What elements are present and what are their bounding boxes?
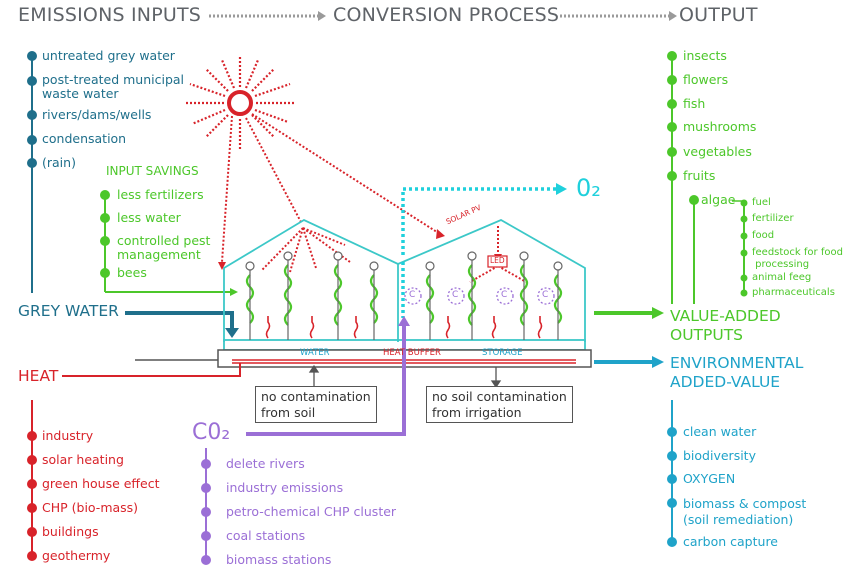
water-input-4: condensation — [42, 131, 127, 146]
heat-source-5: buildings — [42, 524, 99, 539]
environmental-tree — [667, 400, 677, 547]
heat-buffer-label: HEAT BUFFER — [383, 348, 441, 358]
header-inputs: EMISSIONS INPUTS — [18, 4, 202, 26]
environmental-label: ENVIRONMENTAL ADDED-VALUE — [670, 354, 804, 391]
input-savings-tree — [100, 190, 230, 293]
env-item-3: OXYGEN — [683, 471, 736, 486]
water-label: WATER — [300, 348, 330, 358]
led-label: LED — [490, 256, 505, 265]
co2-source-2: industry emissions — [226, 480, 344, 495]
header-output: OUTPUT — [679, 4, 758, 26]
input-saving-1: less fertilizers — [117, 187, 204, 202]
input-savings-title: INPUT SAVINGS — [106, 164, 199, 178]
irrigation-box: no soil contamination from irrigation — [426, 386, 573, 424]
input-saving-3: controlled pest management — [117, 233, 211, 263]
water-input-2: post-treated municipal waste water — [42, 72, 185, 102]
o2-path — [401, 187, 556, 318]
o2-label: 0₂ — [576, 174, 601, 202]
co2-source-1: delete rivers — [226, 456, 305, 471]
sun-icon — [186, 55, 294, 150]
co2-label: C0₂ — [192, 420, 231, 445]
heat-source-3: green house effect — [42, 476, 160, 491]
input-saving-4: bees — [117, 265, 147, 280]
plants — [245, 251, 563, 340]
heat-source-tree — [27, 400, 37, 561]
output-tree — [667, 51, 748, 304]
heat-line — [62, 363, 241, 377]
output-5: vegetables — [683, 144, 752, 159]
grey-water-label: GREY WATER — [18, 302, 119, 320]
co2-source-5: biomass stations — [226, 552, 332, 567]
algae-item-6: pharmaceuticals — [752, 287, 835, 298]
output-1: insects — [683, 48, 727, 63]
water-input-5: (rain) — [42, 155, 76, 170]
co2-mark-4: C — [542, 290, 549, 300]
algae-item-2: fertilizer — [752, 213, 794, 224]
co2-path — [246, 322, 406, 436]
water-input-tree — [27, 51, 37, 293]
water-input-3: rivers/dams/wells — [42, 107, 152, 122]
co2-source-3: petro-chemical CHP cluster — [226, 504, 397, 519]
soil-arrows — [308, 364, 502, 389]
heat-source-2: solar heating — [42, 452, 124, 467]
algae-item-3: food — [752, 230, 775, 241]
output-2: flowers — [683, 72, 729, 87]
soil-box: no contamination from soil — [255, 386, 377, 424]
heat-label: HEAT — [18, 367, 59, 385]
header-process: CONVERSION PROCESS — [333, 4, 560, 26]
output-3: fish — [683, 96, 706, 111]
co2-mark-3: C — [501, 290, 508, 300]
input-saving-2: less water — [117, 210, 181, 225]
co2-mark-2: C — [452, 290, 459, 300]
water-input-1: untreated grey water — [42, 48, 175, 63]
grey-water-arrow — [125, 311, 239, 338]
sun-rays — [221, 113, 527, 283]
env-item-5: carbon capture — [683, 534, 778, 549]
heat-source-6: geothermy — [42, 548, 111, 563]
co2-source-4: coal stations — [226, 528, 306, 543]
output-4: mushrooms — [683, 119, 757, 134]
value-added-label: VALUE-ADDED OUTPUTS — [670, 307, 781, 344]
heat-source-4: CHP (bio-mass) — [42, 500, 139, 515]
storage-label: STORAGE — [482, 348, 523, 358]
algae-label: algae — [701, 192, 736, 207]
co2-mark-1: C — [409, 290, 416, 300]
output-6: fruits — [683, 168, 716, 183]
algae-item-1: fuel — [752, 197, 771, 208]
algae-item-4: feedstock for food processing — [752, 247, 843, 270]
heat-source-1: industry — [42, 428, 94, 443]
env-item-1: clean water — [683, 424, 757, 439]
env-item-2: biodiversity — [683, 448, 756, 463]
algae-item-5: animal feeg — [752, 272, 812, 283]
env-item-4: biomass & compost (soil remediation) — [683, 496, 807, 527]
co2-source-tree — [201, 448, 211, 565]
